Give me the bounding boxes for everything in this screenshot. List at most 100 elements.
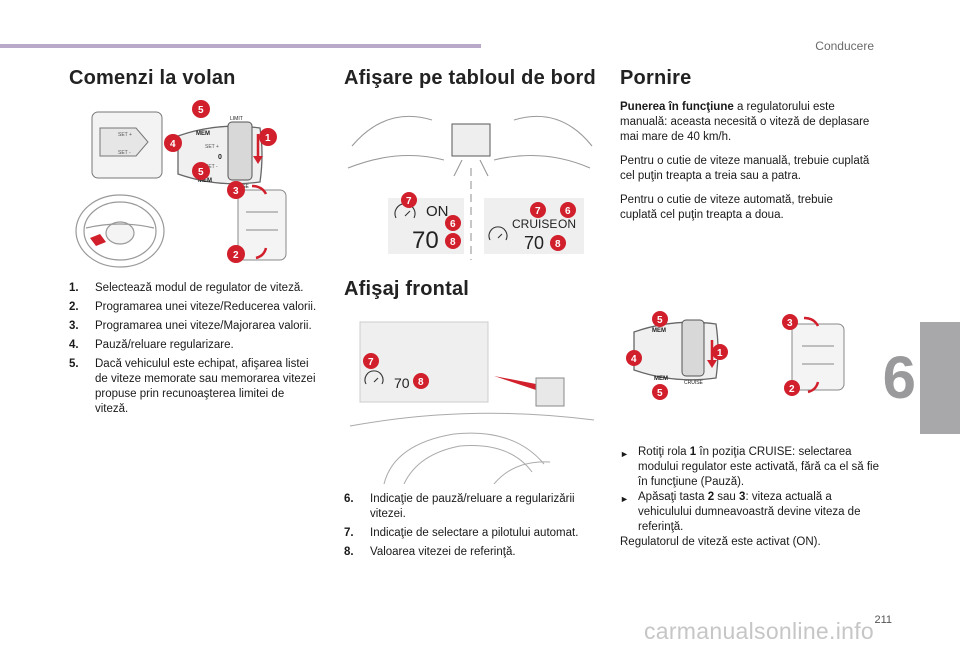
title-steering-controls: Comenzi la volan — [69, 67, 236, 89]
buttons-2-3-detail — [237, 184, 287, 261]
svg-text:LIMIT: LIMIT — [230, 116, 243, 122]
svg-text:2: 2 — [789, 384, 795, 395]
badge-8-hud: 8 — [413, 373, 429, 389]
accent-bar — [0, 44, 481, 48]
badge-7-left: 7 — [401, 192, 417, 208]
badge-1-start: 1 — [712, 344, 728, 360]
list-item: ► Apăsaţi tasta 2 sau 3: viteza actuală … — [620, 491, 861, 533]
svg-text:SET +: SET + — [118, 132, 132, 138]
badge-5-top-start: 5 — [652, 311, 668, 327]
svg-text:6: 6 — [450, 219, 456, 230]
svg-text:MEM: MEM — [654, 376, 668, 382]
svg-text:3: 3 — [233, 186, 239, 197]
svg-text:1: 1 — [265, 133, 271, 144]
display-right-mode: CRUISE — [512, 217, 557, 231]
svg-text:5: 5 — [657, 315, 663, 326]
badge-3: 3 — [227, 181, 245, 199]
svg-text:MEM: MEM — [196, 131, 210, 137]
steering-controls-illustration: SET + SET - MEM MEM SET + SET - 0 LIMIT … — [75, 100, 287, 268]
steering-controls-legend: 1.Selectează modul de regulator de vitez… — [69, 281, 319, 421]
badge-4-start: 4 — [626, 350, 642, 366]
svg-text:0: 0 — [218, 154, 222, 161]
speedometer-icon-hud — [364, 370, 384, 385]
badge-5-bottom: 5 — [192, 162, 210, 180]
stalk-closeup: SET + SET - — [91, 111, 163, 179]
svg-text:7: 7 — [368, 357, 374, 368]
display-left-speed: 70 — [412, 227, 439, 254]
badge-6-left: 6 — [445, 215, 461, 231]
legend-item: 4.Pauză/reluare regularizare. — [69, 339, 234, 351]
speedometer-icon-right — [488, 226, 508, 241]
stalk-enlarged: MEM MEM SET + SET - 0 LIMIT CRUISE — [177, 116, 263, 190]
badge-5-bottom-start: 5 — [652, 384, 668, 400]
paragraph-manual-gearbox: Pentru o cutie de viteze manuală, trebui… — [620, 155, 870, 182]
closing-sentence: Regulatorul de viteză este activat (ON). — [620, 536, 821, 548]
legend-item: 3.Programarea unei viteze/Majorarea valo… — [69, 320, 312, 332]
head-up-display-illustration: 70 7 8 — [349, 321, 595, 484]
legend-item: 1.Selectează modul de regulator de vitez… — [69, 282, 304, 294]
svg-text:5: 5 — [198, 105, 204, 116]
steering-wheel — [75, 194, 165, 268]
stalk-enlarged-start: MEM MEM CRUISE — [633, 319, 719, 386]
legend-item: 6.Indicaţie de pauză/reluare a regulariz… — [344, 493, 575, 520]
svg-text:4: 4 — [170, 139, 176, 150]
svg-text:4: 4 — [631, 354, 637, 365]
paragraph-activation: Punerea în funcţiune a regulatorului est… — [620, 101, 870, 143]
legend-item: 7.Indicaţie de selectare a pilotului aut… — [344, 527, 579, 539]
chapter-number: 6 — [882, 344, 916, 411]
badge-8-left: 8 — [445, 233, 461, 249]
svg-text:5: 5 — [198, 167, 204, 178]
badge-7-hud: 7 — [363, 353, 379, 369]
watermark: carmanualsonline.info — [643, 618, 874, 644]
badge-6-right: 6 — [560, 202, 576, 218]
buttons-2-3-detail-start — [791, 316, 845, 394]
svg-text:7: 7 — [406, 196, 412, 207]
svg-text:SET -: SET - — [205, 164, 218, 170]
dashboard-outline — [349, 412, 595, 484]
paragraph-automatic-gearbox: Pentru o cutie de viteze automată, trebu… — [620, 194, 833, 221]
svg-text:MEM: MEM — [198, 178, 212, 184]
hud-screen — [359, 321, 489, 403]
display-right-state: ON — [558, 217, 576, 231]
hud-projector — [535, 377, 565, 407]
list-item: ► Rotiţi rola 1 în poziţia CRUISE: selec… — [620, 446, 879, 488]
legend-item: 2.Programarea unei viteze/Reducerea valo… — [69, 301, 317, 313]
svg-text:8: 8 — [450, 237, 456, 248]
badge-2-start: 2 — [784, 380, 800, 396]
display-right-speed: 70 — [524, 233, 544, 253]
svg-text:3: 3 — [787, 318, 793, 329]
badge-8-right: 8 — [550, 235, 566, 251]
svg-text:SET -: SET - — [118, 150, 131, 156]
svg-text:7: 7 — [535, 206, 541, 217]
hud-speed: 70 — [394, 375, 410, 391]
projection-beam — [494, 376, 536, 390]
svg-text:2: 2 — [233, 250, 239, 261]
arrow-bullet-icon: ► — [620, 494, 629, 504]
svg-text:MEM: MEM — [652, 328, 666, 334]
dashboard-illustration: ON 70 CRUISE ON 70 7 6 8 7 6 8 — [347, 115, 593, 260]
chapter-tab — [920, 322, 960, 434]
title-start: Pornire — [620, 67, 692, 89]
badge-1: 1 — [259, 128, 277, 146]
display-left-state: ON — [426, 203, 449, 220]
section-name: Conducere — [815, 39, 874, 53]
legend-item: 8.Valoarea vitezei de referinţă. — [344, 546, 516, 558]
svg-text:1: 1 — [717, 348, 723, 359]
start-controls-illustration: MEM MEM CRUISE 5 4 1 5 3 2 — [626, 311, 845, 400]
svg-text:6: 6 — [565, 206, 571, 217]
svg-text:CRUISE: CRUISE — [684, 380, 704, 386]
arrow-bullet-icon: ► — [620, 449, 629, 459]
badge-4: 4 — [164, 134, 182, 152]
svg-text:8: 8 — [418, 377, 424, 388]
badge-7-right: 7 — [530, 202, 546, 218]
stalk-highlight — [90, 234, 106, 246]
start-instructions: ► Rotiţi rola 1 în poziţia CRUISE: selec… — [620, 445, 882, 550]
svg-text:5: 5 — [657, 388, 663, 399]
title-head-up-display: Afişaj frontal — [344, 278, 470, 300]
instrument-cluster — [347, 115, 593, 260]
svg-text:SET +: SET + — [205, 144, 219, 150]
display-legend: 6.Indicaţie de pauză/reluare a regulariz… — [344, 492, 594, 564]
svg-text:8: 8 — [555, 239, 561, 250]
title-dashboard-display: Afişare pe tabloul de bord — [344, 67, 596, 89]
badge-5-top: 5 — [192, 100, 210, 118]
